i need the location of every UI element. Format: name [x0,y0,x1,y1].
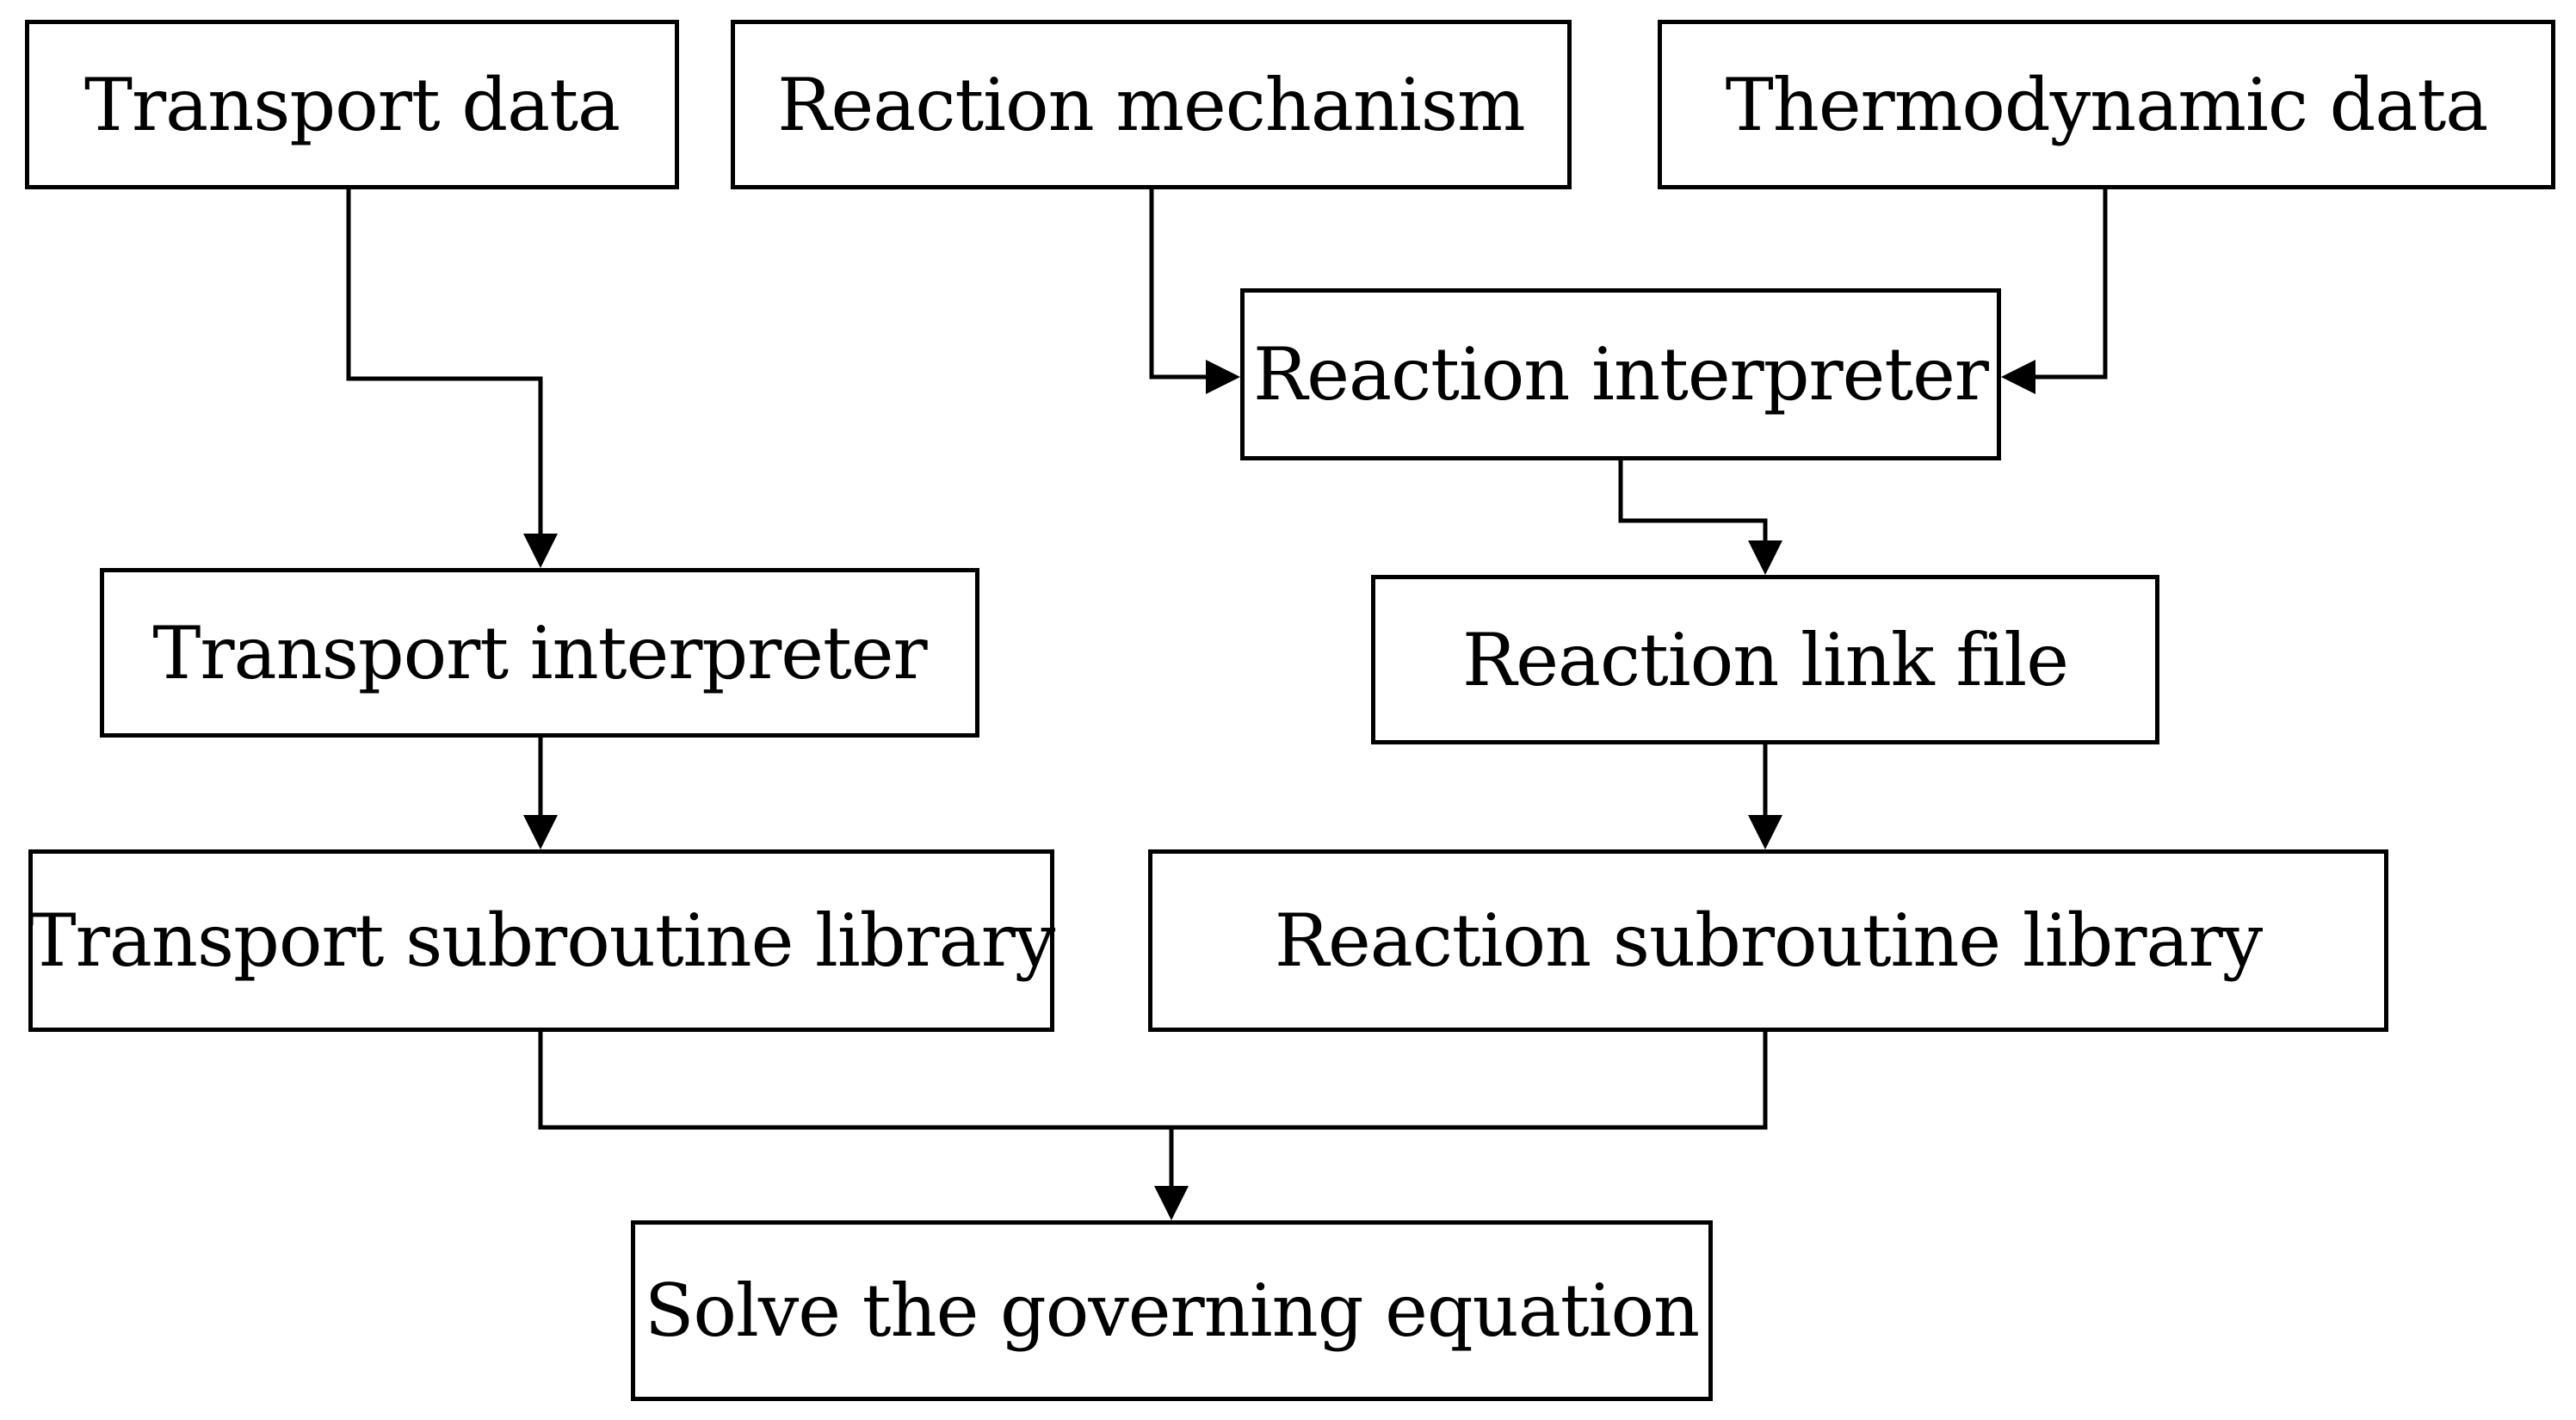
node-label: Transport interpreter [152,610,927,695]
node-reaction-mechanism: Reaction mechanism [731,20,1572,189]
node-transport-interpreter: Transport interpreter [100,568,979,738]
node-label: Solve the governing equation [644,1269,1700,1353]
node-label: Reaction subroutine library [1274,898,2263,983]
edge-reaction-mechanism-to-reaction-interpreter [1149,189,1240,394]
node-transport-data: Transport data [25,20,679,189]
node-solve-governing-equation: Solve the governing equation [631,1220,1713,1401]
node-reaction-subroutine-library: Reaction subroutine library [1148,849,2388,1032]
node-label: Transport data [83,62,621,147]
edge-thermodynamic-data-to-reaction-interpreter [2001,189,2108,394]
node-label: Reaction link file [1461,617,2069,702]
edge-transport-data-to-transport-interpreter [346,189,558,568]
node-label: Reaction mechanism [777,62,1525,147]
node-label: Reaction interpreter [1253,332,1989,417]
edge-reaction-interpreter-to-reaction-link-file [1618,460,1782,575]
node-reaction-interpreter: Reaction interpreter [1240,288,2001,460]
node-label: Transport subroutine library [28,898,1056,983]
node-label: Thermodynamic data [1725,62,2489,147]
edge-libraries-merge-line [538,1032,1768,1130]
node-transport-subroutine-library: Transport subroutine library [28,849,1056,1032]
node-reaction-link-file: Reaction link file [1371,575,2159,744]
node-thermodynamic-data: Thermodynamic data [1658,20,2555,189]
